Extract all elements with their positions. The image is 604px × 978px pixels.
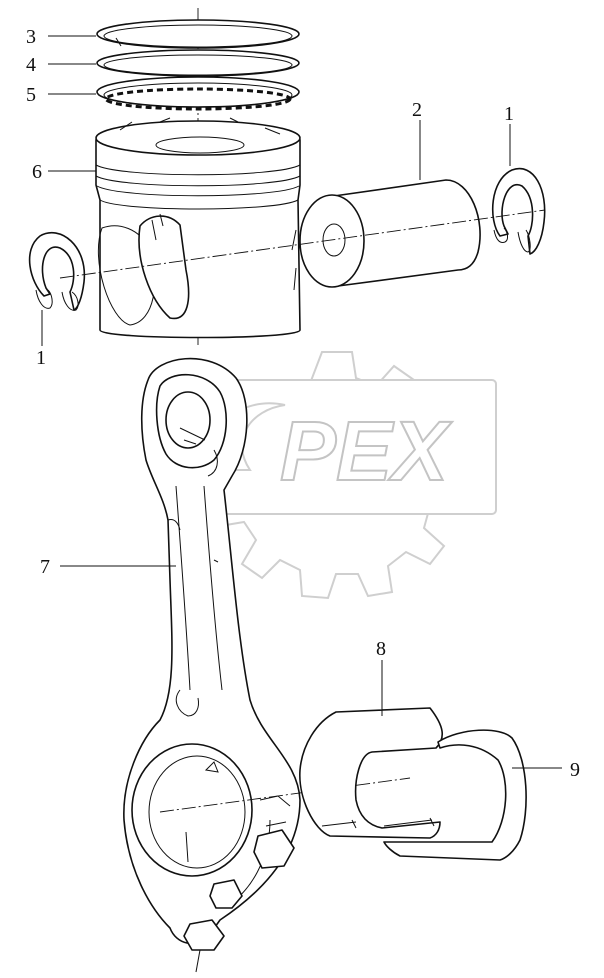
leader-lines <box>41 35 562 769</box>
big-end-axis <box>159 777 411 813</box>
callout-ring-4: 4 <box>26 54 36 76</box>
piston-ring-4 <box>96 49 300 77</box>
connecting-rod <box>123 357 301 973</box>
watermark-text: PEX <box>280 404 453 498</box>
piston-ring-3 <box>96 19 300 49</box>
callout-circlip-left-1: 1 <box>36 347 46 369</box>
watermark-logo: PEX <box>210 351 497 600</box>
circlip-right <box>491 167 546 255</box>
bearing-shell-upper <box>299 707 443 839</box>
callout-ring-5: 5 <box>26 84 36 106</box>
callout-pin-2: 2 <box>412 99 422 121</box>
callout-circlip-right-1: 1 <box>504 103 514 125</box>
callout-labels: 3 4 5 6 2 1 1 7 8 9 <box>26 26 580 781</box>
callout-rod-7: 7 <box>40 556 50 578</box>
callout-piston-6: 6 <box>32 161 42 183</box>
callout-bearing-upper-8: 8 <box>376 638 386 660</box>
piston <box>95 117 301 339</box>
piston-pin <box>299 179 481 288</box>
pin-axis <box>59 209 546 279</box>
callout-bearing-lower-9: 9 <box>570 759 580 781</box>
callout-ring-3: 3 <box>26 26 36 48</box>
circlip-left <box>28 231 86 311</box>
bearing-shell-lower <box>383 729 527 861</box>
piston-ring-5 <box>96 76 300 111</box>
